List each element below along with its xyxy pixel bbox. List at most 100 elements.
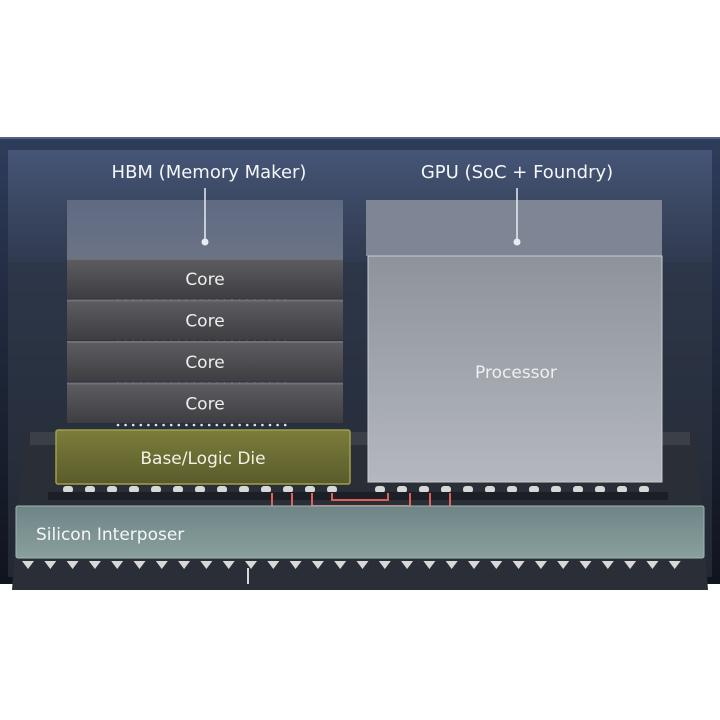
c4-bump [423,561,436,569]
processor-label: Processor [475,363,557,383]
base-logic-die [55,429,351,485]
micro-bump [375,486,385,493]
c4-bumps [22,561,681,569]
gpu-callout-dot [513,238,521,246]
micro-bump [239,486,249,493]
c4-bump [111,561,124,569]
tsv-dot [223,423,226,427]
micro-bump [261,486,271,493]
c4-bump [378,561,391,569]
c4-bump [624,561,637,569]
micro-bump [595,486,605,493]
tsv-dot [169,423,173,427]
micro-bump [283,486,293,493]
micro-bump [507,486,517,493]
micro-bump [107,486,117,493]
tsv-dot [245,423,249,427]
micro-bump [217,486,227,493]
c4-bump [557,561,570,569]
tsv-dot [253,423,257,427]
micro-bump [63,486,73,493]
micro-bump [173,486,183,493]
tsv-dot [215,423,219,427]
tsv-dot [131,423,135,427]
c4-bump [44,561,57,569]
micro-bump [639,486,649,493]
core-layer [67,299,343,340]
tsv-dot [192,423,196,427]
underfill-gap [48,492,668,500]
c4-bump [490,561,503,569]
tsv-dot [124,423,127,427]
c4-bump [178,561,191,569]
micro-bump [551,486,561,493]
tsv-dot [177,423,181,427]
c4-bump [534,561,547,569]
interposer-label: Silicon Interposer [36,525,184,545]
processor-die [367,255,663,483]
c4-bump [601,561,614,569]
tsv-dot [147,423,150,427]
micro-bump [485,486,495,493]
core-layer-edge [67,382,343,385]
silicon-interposer [15,505,705,559]
micro-bump [305,486,315,493]
c4-bump [88,561,101,569]
c4-bump [222,561,235,569]
c4-bump [668,561,681,569]
routing-line [331,493,389,501]
core-layer-edge [67,299,343,302]
micro-bump [463,486,473,493]
c4-bump [468,561,480,569]
c4-bump [311,561,324,569]
tsv-dot [261,423,264,427]
core-label: Core [185,395,224,415]
c4-bump [579,561,592,569]
tsv-dot [238,423,241,427]
c4-bump [401,561,414,569]
top-edge-highlight [0,137,720,139]
micro-bump [85,486,95,493]
tsv-dot [139,423,143,427]
c4-bump [356,561,369,569]
micro-bump [195,486,205,493]
core-layer [67,341,343,382]
c4-bump [200,561,213,569]
core-layer [67,258,343,299]
core-label: Core [185,270,224,290]
c4-bump [66,561,79,569]
tsv-dot [268,423,272,427]
hbm-label: HBM (Memory Maker) [112,162,307,183]
c4-bump [133,561,146,569]
tsv-dot [207,423,211,427]
tsv-dot [162,423,165,427]
c4-bump [334,561,347,569]
micro-bump [129,486,139,493]
micro-bumps [48,486,668,500]
c4-bump [245,561,257,569]
micro-bump [327,486,337,493]
c4-bump [267,561,280,569]
c4-bump [22,561,34,569]
micro-bump [419,486,429,493]
c4-bump [289,561,302,569]
core-layer-edge [67,341,343,343]
micro-bump [151,486,161,493]
c4-bump [155,561,168,569]
tsv-dot [116,423,120,427]
tsv-dot [276,423,279,427]
c4-bump [512,561,525,569]
base-die-label: Base/Logic Die [140,449,265,469]
core-layer [67,382,343,423]
tsv-dot [154,423,158,427]
gpu-label: GPU (SoC + Foundry) [421,162,613,183]
core-label: Core [185,312,224,332]
c4-bump [445,561,458,569]
tsv-dot [230,423,234,427]
micro-bump [397,486,407,493]
hbm-callout-dot [201,238,209,246]
c4-bump [646,561,659,569]
